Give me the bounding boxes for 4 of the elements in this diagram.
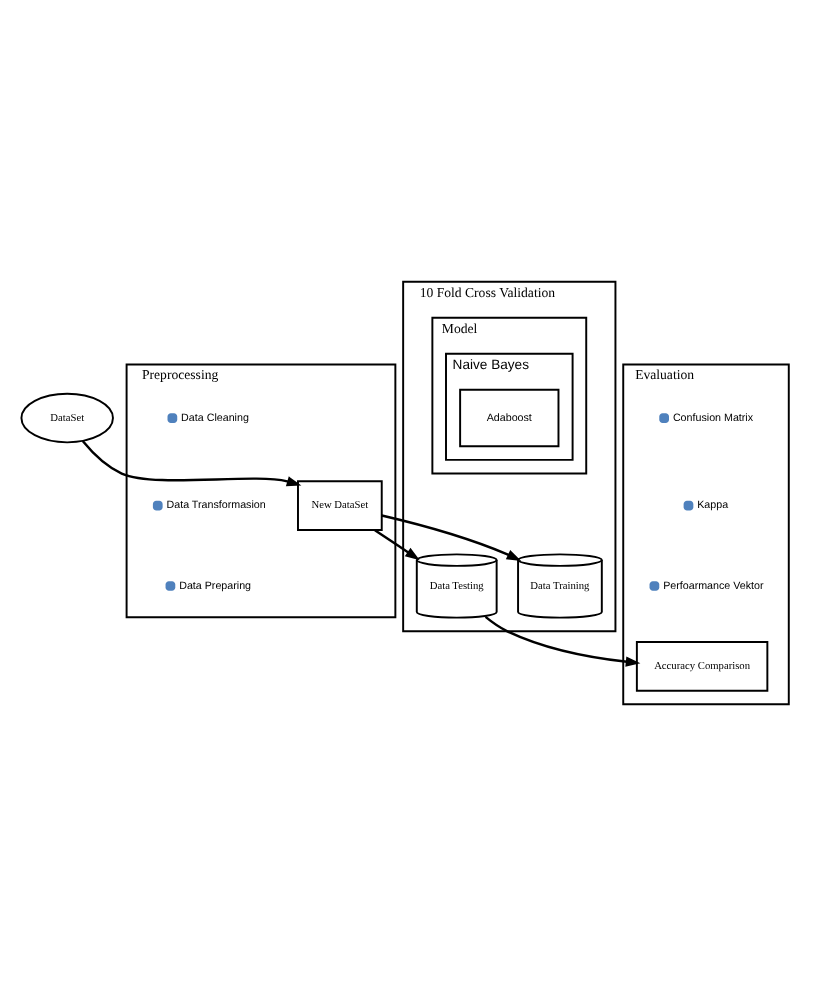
- arrow: [81, 440, 302, 487]
- arrow: [374, 529, 420, 561]
- arrow: [381, 514, 522, 561]
- arrow: [484, 615, 641, 667]
